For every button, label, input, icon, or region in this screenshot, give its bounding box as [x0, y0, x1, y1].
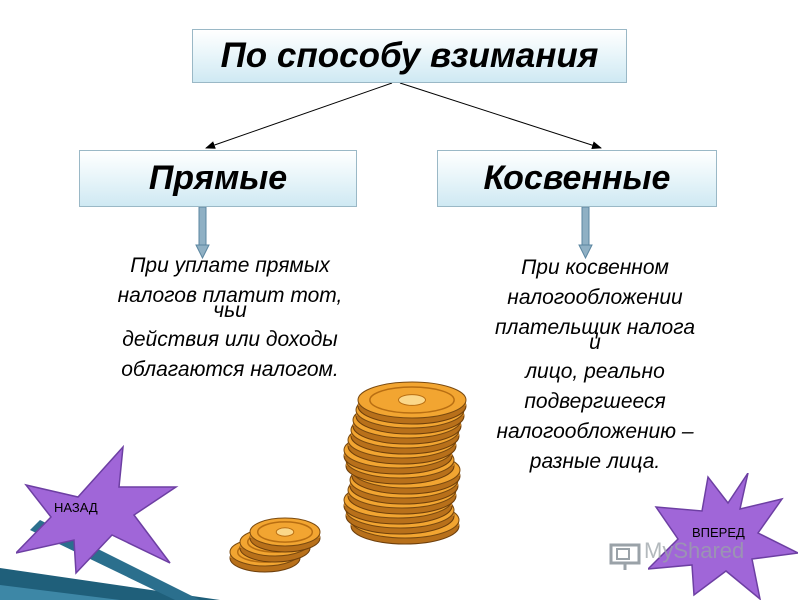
- text-line: При уплате прямых: [130, 254, 330, 277]
- arrow-to-right-box: [399, 82, 602, 150]
- indirect-taxes-box: Косвенные: [437, 150, 717, 207]
- direct-taxes-label: Прямые: [148, 159, 288, 197]
- text-line: налогообложении: [507, 286, 683, 309]
- down-arrow-right: [578, 206, 593, 260]
- forward-label[interactable]: ВПЕРЕД: [692, 525, 745, 540]
- text-line: действия или доходы: [122, 328, 338, 351]
- text-line: чьи: [213, 299, 247, 322]
- text-line: подвергшееся: [524, 390, 666, 413]
- presentation-icon: [609, 543, 641, 570]
- text-line: облагаются налогом.: [121, 358, 339, 381]
- text-line: лицо, реально: [525, 360, 665, 383]
- direct-taxes-description: При уплате прямых налогов платит тот, чь…: [60, 251, 400, 385]
- title-box: По способу взимания: [192, 29, 627, 83]
- coin: [357, 381, 467, 425]
- text-line: налогообложению –: [496, 420, 694, 443]
- indirect-taxes-label: Косвенные: [483, 159, 671, 197]
- text-line: плательщик налога: [494, 316, 696, 339]
- title-text: По способу взимания: [220, 36, 599, 75]
- watermark-text: MyShared: [644, 538, 745, 563]
- direct-taxes-box: Прямые: [79, 150, 357, 207]
- back-star-button[interactable]: [16, 445, 186, 575]
- indirect-taxes-description: При косвенном налогообложении плательщик…: [440, 253, 750, 477]
- text-line: налогов платит тот,: [117, 284, 343, 307]
- arrow-to-left-box: [205, 82, 393, 149]
- back-label[interactable]: НАЗАД: [54, 500, 98, 515]
- forward-star-button[interactable]: [648, 473, 798, 600]
- text-line: При косвенном: [521, 256, 669, 279]
- text-line: разные лица.: [529, 450, 661, 473]
- coin: [249, 517, 321, 553]
- down-arrow-left: [195, 206, 210, 260]
- text-line: и: [589, 331, 601, 354]
